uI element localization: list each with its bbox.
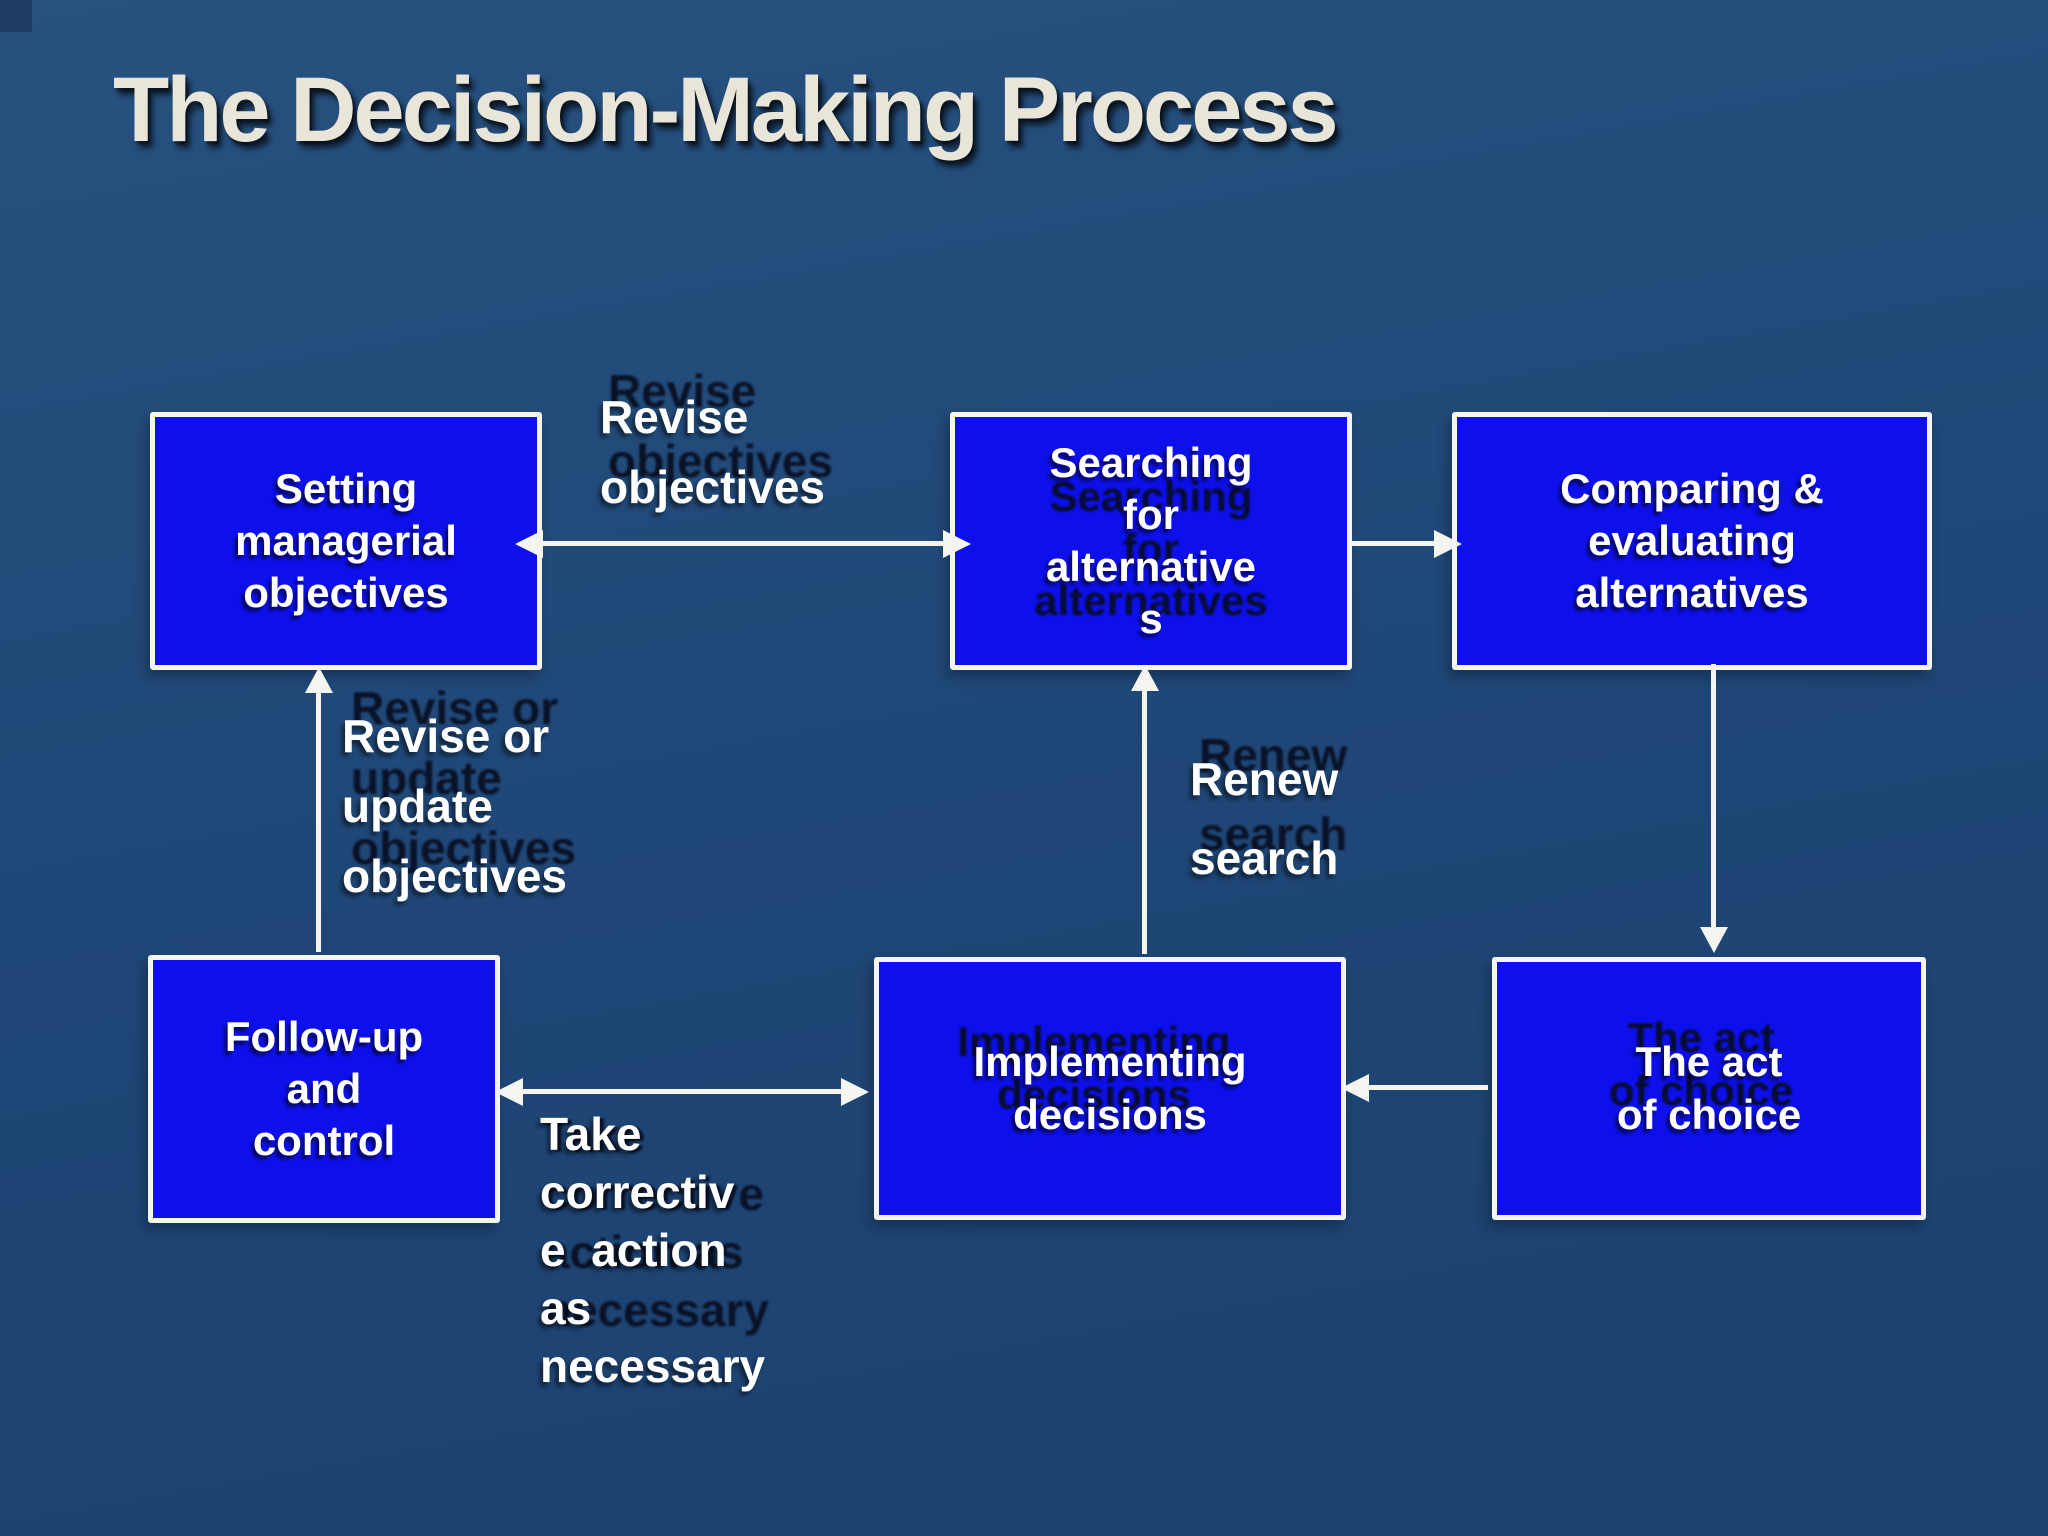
label-text: Take correctiv e action as necessary	[540, 1108, 766, 1392]
ghost-text: Revise or update objectives	[351, 682, 576, 874]
box-label: Setting managerial objectives	[235, 464, 457, 617]
ghost-text: Take corrective action as necessary	[544, 1110, 770, 1336]
label-text: Renew search	[1190, 753, 1339, 885]
box-the-act-of-choice: The act of choice The act of choice	[1492, 957, 1926, 1220]
connector-label-revise-objectives: Revise objectives Revise objectives	[600, 365, 833, 523]
label-text: Revise objectives	[600, 391, 825, 513]
box-searching-for-alternatives: Searching for alternatives Searching for…	[950, 412, 1352, 670]
ghost-text: Renew search	[1199, 729, 1348, 861]
box-implementing-decisions: Implementing decisions Implementing deci…	[874, 957, 1346, 1220]
arrow-setting-searching-double	[542, 541, 944, 546]
box-comparing-evaluating-alternatives: Comparing & evaluating alternatives	[1452, 412, 1932, 670]
box-label: Comparing & evaluating alternatives	[1560, 464, 1824, 617]
box-setting-managerial-objectives: Setting managerial objectives	[150, 412, 542, 670]
connector-label-revise-or-update-objectives: Revise or update objectives Revise or up…	[342, 682, 576, 912]
arrow-comparing-to-choice	[1711, 664, 1716, 928]
label-text: Revise or update objectives	[342, 710, 567, 902]
connector-label-take-corrective-action: Take corrective action as necessary Take…	[540, 1106, 769, 1396]
corner-shade-artifact	[0, 0, 32, 32]
arrow-searching-to-comparing	[1347, 541, 1435, 546]
box-label: Searching for alternative s	[1045, 438, 1257, 643]
arrow-followup-implementing-double	[522, 1089, 842, 1094]
box-follow-up-and-control: Follow-up and control	[148, 955, 500, 1223]
arrow-implementing-to-searching	[1142, 690, 1147, 954]
box-label: Follow-up and control	[224, 1012, 424, 1165]
arrow-choice-to-implementing	[1368, 1085, 1488, 1090]
ghost-text: Searching for alternatives	[1034, 472, 1268, 625]
arrow-followup-to-setting	[316, 692, 321, 952]
ghost-text: Implementing decisions	[957, 1018, 1231, 1118]
ghost-text: The act of choice	[1608, 1014, 1794, 1114]
box-label: Implementing decisions	[973, 1038, 1247, 1138]
connector-label-renew-search: Renew search Renew search	[1190, 729, 1347, 898]
ghost-text: Revise objectives	[608, 365, 833, 487]
slide-title: The Decision-Making Process	[113, 59, 1339, 161]
box-label: The act of choice	[1616, 1038, 1802, 1138]
